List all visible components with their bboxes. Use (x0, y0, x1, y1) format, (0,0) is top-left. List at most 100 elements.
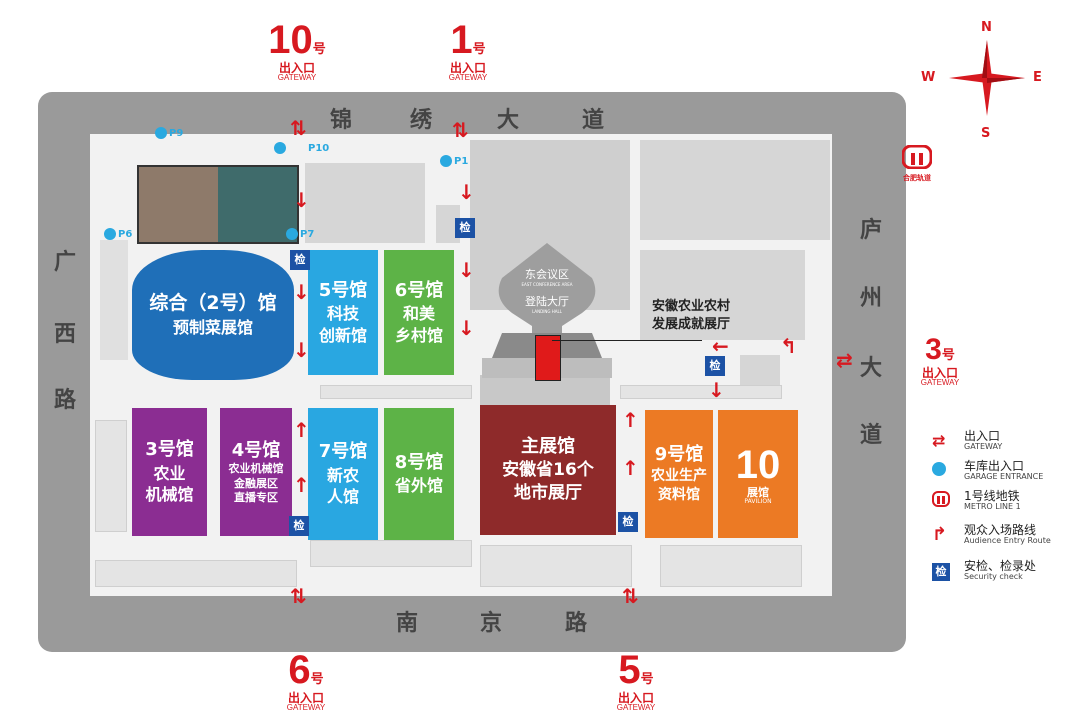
building-block (100, 240, 128, 360)
conference-label: 东会议区 EAST CONFERENCE AREA 登陆大厅 LANDING H… (514, 266, 580, 314)
legend-label-en: GARAGE ENTRANCE (964, 472, 1044, 482)
road-north-2: 绣 (410, 108, 433, 133)
hall-subtitle: 乡村馆 (394, 325, 443, 345)
security-check-icon: 检 (290, 250, 310, 270)
road-north-1: 锦 (330, 108, 353, 133)
gateway-number: 3 (925, 333, 942, 366)
gateway-number: 1 (450, 18, 473, 62)
hall-subtitle: 新农 (326, 465, 359, 485)
gateway-label-en: GATEWAY (616, 703, 656, 712)
hall-subtitle: 农业生产 (651, 468, 707, 485)
compass-icon: N S W E (921, 18, 1042, 143)
security-check-icon: 检 (705, 356, 725, 376)
parking-strip (310, 540, 472, 567)
gateway-label: 出入口 (921, 366, 958, 380)
gateway-suffix: 号 (640, 671, 654, 686)
garage-icon (104, 228, 116, 240)
entry-route-icon: ↓ (293, 188, 310, 212)
hall-5[interactable]: 5号馆 科技 创新馆 (308, 250, 378, 375)
entry-route-icon: ↓ (293, 338, 310, 362)
hall-name: 9号馆 (654, 443, 704, 465)
garage-p6[interactable]: P6 (104, 228, 132, 240)
metro-text: 合肥轨道 (903, 174, 931, 182)
gateway-number: 10 (268, 18, 313, 62)
entry-route-icon: ↑ (293, 473, 310, 497)
conference-name-en: EAST CONFERENCE AREA (521, 282, 573, 287)
hall-4[interactable]: 4号馆 农业机械馆 金融展区 直播专区 (220, 408, 292, 536)
gateway-arrows-icon: ⇄ (932, 431, 946, 451)
gateway-label-en: GATEWAY (920, 378, 960, 387)
gateway-5[interactable]: 5号 出入口 GATEWAY (608, 650, 664, 712)
entry-route-icon: ↱ (932, 524, 948, 546)
hall-10[interactable]: 10 展馆 PAVILION (718, 410, 798, 538)
road-west-2: 西 (54, 322, 77, 347)
hall-subtitle: 省外馆 (394, 476, 443, 496)
ag-hall-line1: 安徽农业农村 (652, 299, 731, 314)
hall-name: 4号馆 (231, 439, 281, 461)
road-north-3: 大 (497, 108, 520, 133)
road-north-4: 道 (582, 108, 605, 133)
gateway-10[interactable]: 10号 出入口 GATEWAY (262, 20, 332, 82)
legend-label-en: GATEWAY (964, 442, 1003, 452)
entry-route-icon: ← (712, 334, 729, 358)
legend-label-en: Audience Entry Route (964, 536, 1051, 546)
garage-p7[interactable]: P7 (286, 228, 314, 240)
road-east-1: 庐 (860, 218, 883, 243)
gateway-label-en: GATEWAY (277, 73, 317, 82)
entry-route-icon: ↓ (708, 378, 725, 402)
hall-7[interactable]: 7号馆 新农 人馆 (308, 408, 378, 540)
gateway-suffix: 号 (310, 671, 324, 686)
hall-name: 3号馆 (145, 439, 194, 461)
garage-icon (286, 228, 298, 240)
agriculture-hall-marker[interactable] (535, 335, 561, 381)
hall-subtitle: 安徽省16个 (502, 460, 594, 481)
hall-3[interactable]: 3号馆 农业 机械馆 (132, 408, 207, 536)
compass-e: E (1033, 70, 1042, 85)
hall-name: 8号馆 (394, 452, 444, 474)
conference-name: 东会议区 (525, 268, 569, 281)
gateway-arrows-icon: ⇄ (836, 348, 853, 372)
entry-route-icon: ↓ (458, 316, 475, 340)
hall-6[interactable]: 6号馆 和美 乡村馆 (384, 250, 454, 375)
legend-label-en: METRO LINE 1 (964, 502, 1021, 512)
garage-p10[interactable]: P10 (274, 142, 329, 154)
hall-comprehensive[interactable]: 综合（2号）馆 预制菜展馆 (132, 250, 294, 380)
hall-9[interactable]: 9号馆 农业生产 资料馆 (645, 410, 713, 538)
gateway-3[interactable]: 3号 出入口 GATEWAY (915, 335, 965, 387)
hall-subtitle: 金融展区 (234, 476, 278, 490)
building-block (640, 140, 830, 240)
hall-subtitle: 人馆 (326, 487, 359, 507)
road-south-1: 南 (396, 611, 419, 636)
entry-route-icon: ↑ (293, 418, 310, 442)
garage-icon (440, 155, 452, 167)
road-south-3: 路 (565, 611, 588, 636)
legend-label: 安检、检录处 (964, 559, 1037, 573)
garage-icon (932, 461, 956, 480)
landing-hall-name: 登陆大厅 (525, 295, 569, 308)
hall-subtitle: 直播专区 (234, 490, 278, 504)
gateway-number: 5 (618, 648, 641, 692)
agriculture-hall-leader (552, 340, 702, 341)
hall-main[interactable]: 主展馆 安徽省16个 地市展厅 (480, 405, 616, 535)
hall-8[interactable]: 8号馆 省外馆 (384, 408, 454, 540)
hall-subtitle: 展馆 (747, 485, 769, 499)
hall-subtitle: 机械馆 (145, 485, 194, 505)
gateway-6[interactable]: 6号 出入口 GATEWAY (278, 650, 334, 712)
garage-label: P9 (169, 127, 184, 139)
gateway-arrows-icon: ⇅ (290, 584, 307, 608)
hall-subtitle: 和美 (402, 304, 435, 324)
gateway-1[interactable]: 1号 出入口 GATEWAY (440, 20, 496, 82)
garage-label: P10 (308, 142, 330, 154)
entry-route-icon: ↓ (458, 258, 475, 282)
garage-p1[interactable]: P1 (440, 155, 468, 167)
gateway-number: 6 (288, 648, 311, 692)
ag-hall-line2: 发展成就展厅 (652, 316, 731, 332)
legend-label-en: Security check (964, 572, 1023, 582)
legend-label: 车库出入口 (964, 459, 1025, 473)
metro-icon (932, 490, 956, 511)
garage-p9[interactable]: P9 (155, 127, 183, 139)
